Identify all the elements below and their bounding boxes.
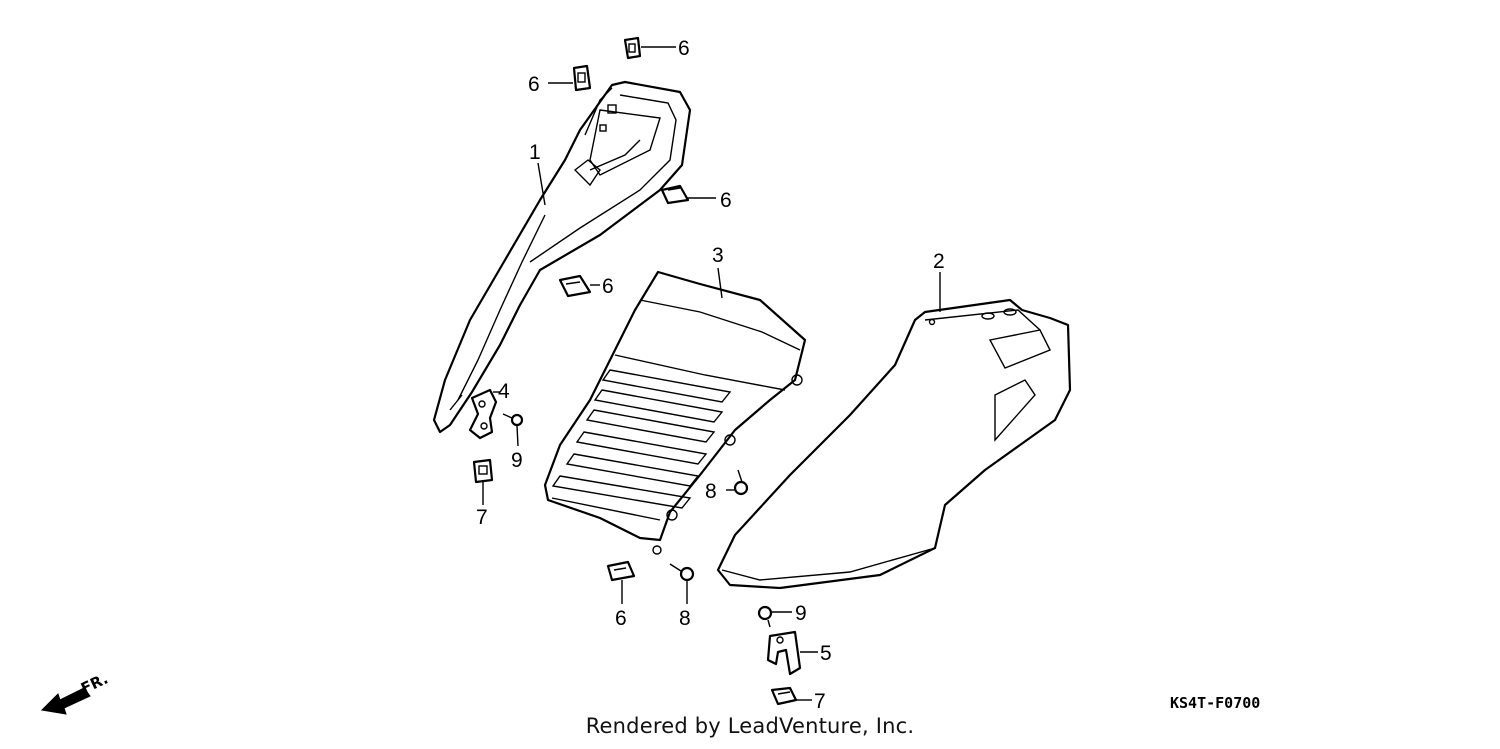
nut-7-icon[interactable] xyxy=(770,686,798,706)
grille-slats xyxy=(551,369,732,509)
screw-8-icon[interactable] xyxy=(733,469,749,496)
clip-6-icon[interactable] xyxy=(606,560,636,582)
screw-8-icon[interactable] xyxy=(669,563,695,582)
callout-labels: 1 2 3 4 5 6 6 6 6 6 7 7 8 8 9 9 xyxy=(476,37,945,713)
nut-7-icon[interactable] xyxy=(472,458,494,484)
clip-6-icon[interactable] xyxy=(572,64,592,92)
callout-4: 4 xyxy=(498,380,510,403)
bracket-5-icon[interactable] xyxy=(766,630,802,676)
footer-credit: Rendered by LeadVenture, Inc. xyxy=(585,714,915,738)
callout-7: 7 xyxy=(814,690,826,713)
callout-6: 6 xyxy=(528,73,540,96)
callout-9: 9 xyxy=(511,449,523,472)
clip-6-icon[interactable] xyxy=(623,36,642,60)
callout-3: 3 xyxy=(712,244,724,267)
callout-6: 6 xyxy=(720,189,732,212)
direction-label: FR. xyxy=(78,670,111,698)
part-3-center-grille[interactable] xyxy=(543,270,807,555)
bracket-4-icon[interactable] xyxy=(468,388,498,440)
part-2-right-cover[interactable] xyxy=(716,298,1072,590)
callout-6: 6 xyxy=(615,607,627,630)
screw-9-icon[interactable] xyxy=(502,413,524,427)
callout-1: 1 xyxy=(529,141,541,164)
diagram-code: KS4T-F0700 xyxy=(1170,694,1261,712)
screw-9-icon[interactable] xyxy=(757,605,773,628)
callout-7: 7 xyxy=(476,506,488,529)
clip-6-icon[interactable] xyxy=(660,184,690,205)
callout-8: 8 xyxy=(679,607,691,630)
callout-6: 6 xyxy=(602,275,614,298)
callout-6: 6 xyxy=(678,37,690,60)
part-1-left-cover[interactable] xyxy=(432,80,692,434)
callout-9: 9 xyxy=(795,602,807,625)
front-direction-arrow-icon: FR. xyxy=(40,670,111,715)
callout-2: 2 xyxy=(933,250,945,273)
leader-lines xyxy=(482,46,941,701)
callout-8: 8 xyxy=(705,480,717,503)
clip-6-icon[interactable] xyxy=(558,274,592,298)
callout-5: 5 xyxy=(820,642,832,665)
